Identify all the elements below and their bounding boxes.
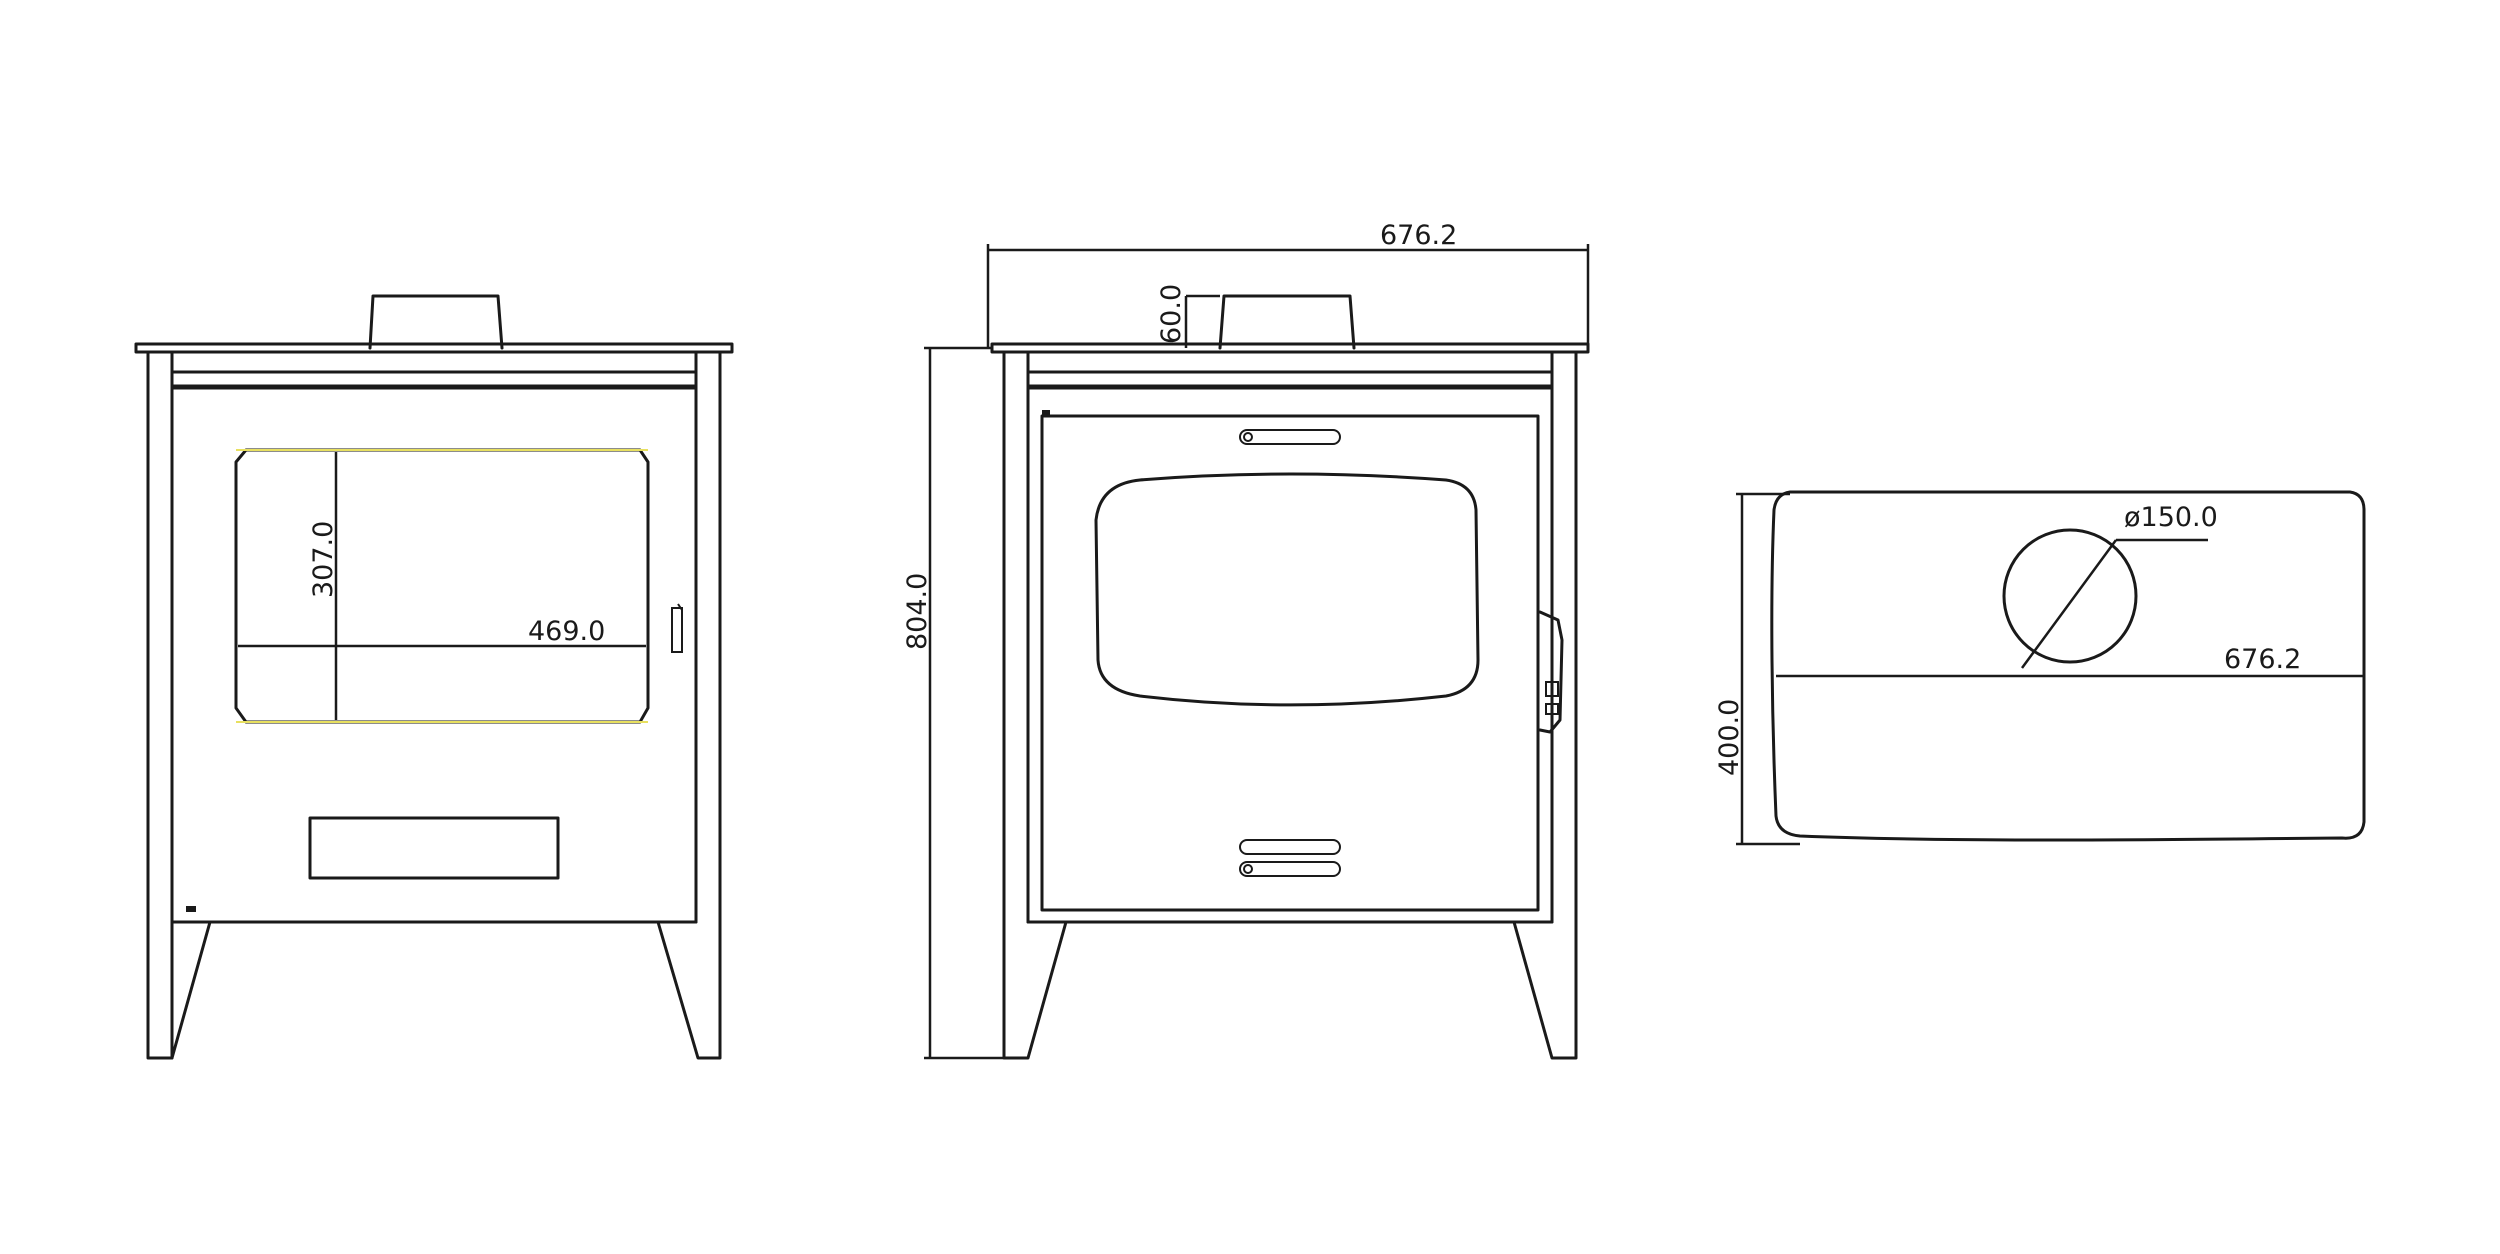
right-side-panel [656,350,722,1060]
door-handle [1538,610,1564,734]
label-plate [186,906,196,912]
glass-width-label: 469.0 [528,616,605,647]
top-air-slot [1239,429,1341,445]
door-handle [671,607,683,653]
bottom-air-slot [1239,839,1341,855]
top-width-label: 676.2 [2224,644,2301,675]
front-body [170,386,698,924]
bottom-air-slot [1239,861,1341,877]
front-view-with-door: 676.2 60.0 804.0 [902,220,1590,1060]
glass-window [234,448,650,724]
top-plate [990,342,1590,354]
left-side-panel [146,350,174,1060]
flue-diameter-label: ø150.0 [2124,502,2218,533]
door-glass [1094,472,1480,707]
ash-pan-opening [308,816,560,880]
stove-door [1040,414,1540,912]
top-plate [134,342,734,354]
top-view: ø150.0 676.2 400.0 [1714,490,2366,846]
front-body [1026,386,1554,924]
glass-height-label: 307.0 [308,521,339,598]
top-outline [1770,490,2366,842]
front-view-without-door: 307.0 469.0 [134,294,734,1060]
flue-collar [1218,294,1356,350]
left-leg [170,920,212,1060]
overall-width-label: 676.2 [1380,220,1457,251]
flue-collar-height-label: 60.0 [1156,284,1187,344]
flue-outlet [2002,528,2138,664]
flue-diameter-leader [2020,539,2118,669]
flue-collar [368,294,504,350]
left-side-panel [1002,350,1068,1060]
overall-height-label: 804.0 [902,573,933,650]
top-depth-label: 400.0 [1714,699,1745,776]
